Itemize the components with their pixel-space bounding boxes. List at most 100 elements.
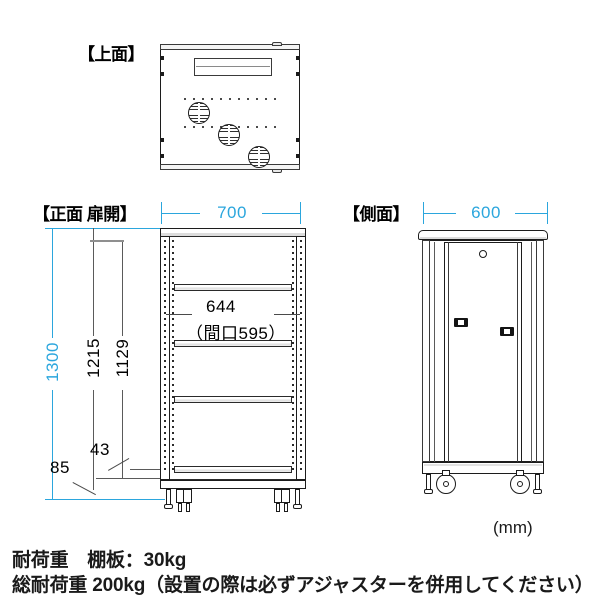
top-view-left-mount-tick [160,72,164,76]
front-rail-top-extension [90,240,124,242]
side-panel-left-seam [434,242,435,462]
side-depth-tick-left [423,202,424,224]
side-view-label: 【側面】 [343,205,410,224]
side-right-post [536,240,544,462]
front-view-drawing [160,228,306,516]
top-view-left-mount-tick [160,138,164,142]
side-left-caster-bracket [442,470,450,476]
side-left-adjuster-foot [426,474,431,490]
front-right-adjuster-pad [293,504,302,509]
fan-grille-2 [218,124,240,146]
front-base-plinth [160,480,306,489]
top-view-right-mount-tick [296,72,300,76]
front-inner-height-rule-mask [93,336,95,390]
front-opening-width-value: （間口595） [186,324,286,343]
front-shelf[interactable] [174,466,292,473]
front-inner-width-rule-right [274,314,300,315]
front-base-height-value: 85 [50,458,70,477]
front-height-rule-mask [52,338,54,390]
front-left-caster-divider [183,490,184,502]
top-view-right-mount-tick [296,56,300,60]
front-top-cap-shade [161,233,305,236]
door-latch-right-inner [502,329,512,334]
front-left-caster-stem-a [178,503,182,512]
unit-note: (mm) [493,518,533,537]
fan-mount-dots-top [184,98,276,100]
front-shelf[interactable] [174,340,292,347]
front-inner-width-value: 644 [206,297,236,316]
door-latch-left[interactable] [454,318,468,327]
front-right-caster-divider [281,490,282,502]
side-depth-rule-right [515,213,547,214]
top-view-right-mount-tick [296,138,300,142]
fan-grille-3 [248,146,270,168]
front-right-adjuster-foot [295,489,300,505]
load-capacity-shelf-text: 耐荷重 棚板：30kg [12,550,187,571]
front-height-value: 1300 [43,342,62,382]
front-right-caster-stem-a [276,503,280,512]
side-depth-rule-left [424,213,456,214]
front-left-caster-stem-b [186,503,190,512]
side-depth-tick-right [547,202,548,224]
front-width-tick-right [300,202,301,224]
front-top-extension-line [45,228,165,229]
front-left-adjuster-pad [164,504,173,509]
side-left-post [422,240,430,462]
side-door-left-edge [448,242,449,462]
front-right-caster-stem-b [284,503,288,512]
front-left-caster [176,489,192,503]
top-view-front-lip [160,164,300,170]
front-right-mounting-rail-2[interactable] [300,240,302,474]
side-right-adjuster-pad [533,489,542,494]
top-view-label: 【上面】 [78,45,145,64]
fan-grille-1 [188,102,210,124]
side-top-cap [418,230,548,240]
front-inner-height-value: 1215 [84,338,103,378]
front-bottom-extension-line [45,499,165,500]
side-right-caster-hub [517,481,523,487]
front-rail-height-value: 1129 [113,338,132,378]
front-shelf[interactable] [174,284,292,291]
front-width-tick-left [161,202,162,224]
top-view-rear-lip [160,44,300,50]
side-panel-right-seam [531,242,532,462]
top-view-drawing [156,42,304,174]
top-view-left-mount-tick [160,56,164,60]
side-door-right-edge [517,242,518,462]
front-base-extension [96,478,166,479]
door-latch-left-inner [456,320,466,325]
front-width-dimension: 700 [161,200,301,226]
front-right-caster [274,489,290,503]
load-capacity-total-text: 総耐荷重 200kg（設置の際は必ずアジャスターを併用してください） [12,575,594,596]
side-base-plinth-shade [424,464,542,466]
side-right-adjuster-foot [535,474,540,490]
side-depth-dimension: 600 [423,200,548,226]
front-interior-back [170,236,296,480]
front-left-mounting-rail[interactable] [164,240,166,474]
side-top-cap-shade [420,237,546,239]
door-latch-right[interactable] [500,327,514,336]
front-inner-height-dimension: 1215 [80,228,110,490]
front-inner-width-rule-left [166,314,192,315]
front-right-mounting-rail[interactable] [292,240,294,474]
side-right-caster-bracket [516,470,524,476]
side-left-adjuster-pad [424,489,433,494]
top-view-left-mount-tick [160,154,164,158]
front-left-mounting-rail-2[interactable] [172,240,174,474]
side-view-drawing [418,230,548,520]
top-view-right-mount-tick [296,154,300,158]
front-rail-height-dimension: 1129 [90,240,140,478]
cable-entry-slot-inner-line [196,66,270,67]
front-shelf[interactable] [174,396,292,403]
top-view-rear-tab [272,42,282,46]
top-view-front-tab [272,169,282,173]
cable-entry-slot [194,58,272,76]
door-lock-keyhole[interactable] [479,250,487,258]
front-offset-value: 43 [90,440,110,459]
side-left-caster-hub [443,481,449,487]
front-left-adjuster-foot [166,489,171,505]
front-width-value: 700 [217,203,247,222]
side-door-panel[interactable] [444,242,522,462]
front-width-rule-right [262,213,300,214]
